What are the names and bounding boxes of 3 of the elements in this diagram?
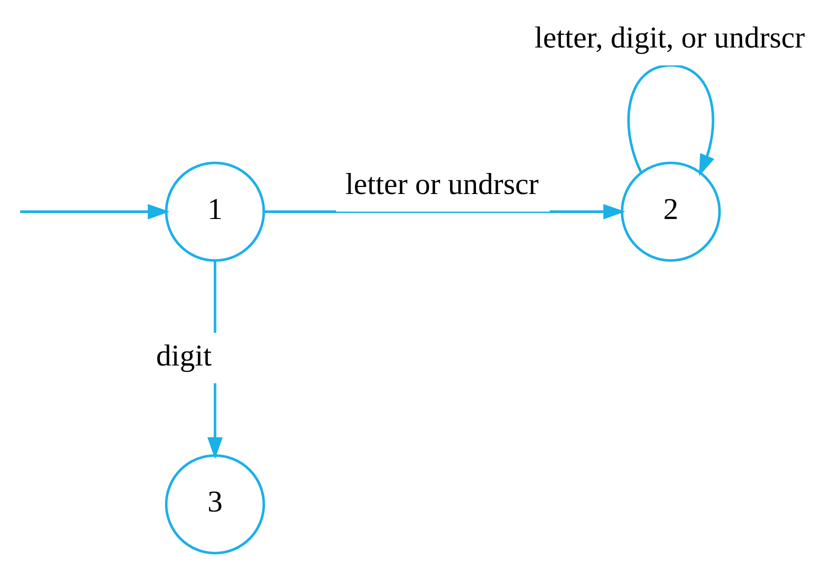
edge-label: digit: [156, 338, 212, 372]
edge-label: letter, digit, or undrscr: [534, 20, 805, 55]
edge-label: letter or undrscr: [345, 166, 539, 201]
